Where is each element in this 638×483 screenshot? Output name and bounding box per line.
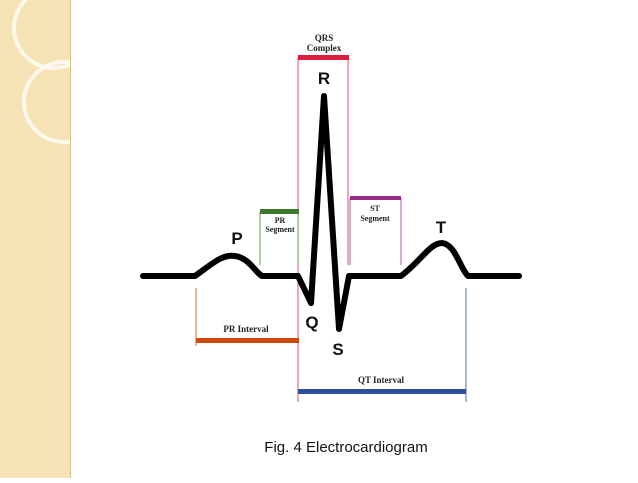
pr-segment-label-line1: PR [275,216,286,225]
r-wave-label: R [318,69,330,88]
slide-sidebar [0,0,106,478]
q-wave-label: Q [305,313,318,332]
ecg-trace [140,93,522,332]
figure-caption-text: Fig. 4 Electrocardiogram [264,439,428,456]
pr-interval-label: PR Interval [223,324,269,334]
pr-interval-bar [196,338,299,343]
qrs-complex-bar [298,55,349,60]
qt-interval-label: QT Interval [358,375,405,385]
qrs-label-line1: QRS [315,33,334,43]
pr-segment-bar [260,209,299,214]
st-segment-label-line2: Segment [360,214,390,223]
pr-segment-label-line2: Segment [265,225,295,234]
qrs-label-line2: Complex [307,43,342,53]
t-wave-label: T [436,218,447,237]
st-segment-bar [350,196,401,200]
s-wave-label: S [332,340,343,359]
p-wave-label: P [231,229,242,248]
st-segment-label-line1: ST [370,204,380,213]
qt-interval-bar [298,389,466,394]
figure-caption: Fig. 4 Electrocardiogram [0,439,638,456]
